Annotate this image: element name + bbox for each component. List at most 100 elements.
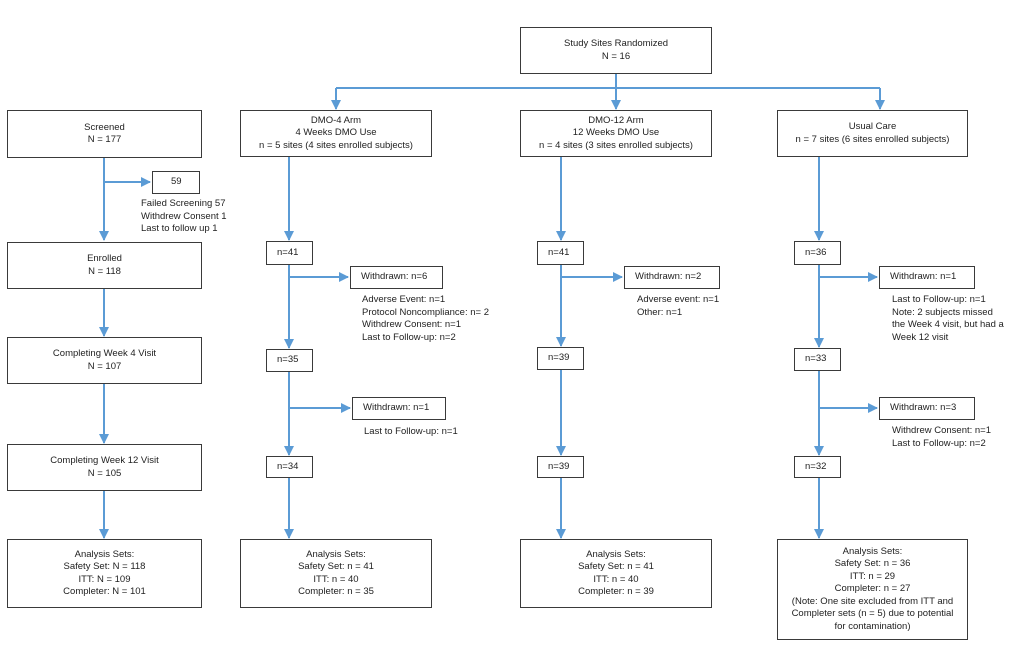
excluded-reasons-line: Withdrew Consent 1	[141, 210, 227, 222]
dmo12-withdrawn1-reasons-line: Adverse event: n=1	[637, 294, 720, 305]
screening-analysis-sets-box-line: Safety Set: N = 118	[63, 561, 146, 572]
dmo4-withdrawn1-reasons-line: Adverse Event: n=1	[362, 294, 446, 305]
dmo4-withdrawn2-box: Withdrawn: n=1	[352, 397, 446, 420]
dmo12-analysis-sets-box-line: Safety Set: n = 41	[578, 561, 654, 572]
dmo4-n1-box-line: n=41	[277, 246, 299, 258]
dmo4-analysis-sets-box-line: Completer: n = 35	[298, 586, 374, 597]
dmo4-n3-box-line: n=34	[277, 460, 299, 472]
usual-withdrawn1-reasons-line: the Week 4 visit, but had a	[892, 319, 1004, 330]
completing-week12-box-line: N = 105	[87, 467, 122, 479]
dmo4-analysis-sets-box-line: Analysis Sets:	[306, 548, 366, 560]
usual-withdrawn1-reasons-line: Note: 2 subjects missed	[892, 306, 993, 318]
usual-n1-box: n=36	[794, 241, 841, 265]
dmo12-withdrawn1-box-line: Withdrawn: n=2	[635, 271, 702, 283]
screened-box-line: N = 177	[87, 134, 122, 145]
usual-analysis-sets-box-line: Completer sets (n = 5) due to potential	[791, 608, 954, 620]
excluded-box: 59	[152, 171, 200, 194]
usual-n3-box-line: n=32	[805, 460, 827, 472]
completing-week4-box-line: Completing Week 4 Visit	[52, 348, 157, 359]
dmo12-n3-box-line: n=39	[548, 460, 570, 472]
usual-withdrawn1-box: Withdrawn: n=1	[879, 266, 975, 289]
dmo12-withdrawn1-box: Withdrawn: n=2	[624, 266, 720, 289]
screening-analysis-sets-box-line: Analysis Sets:	[74, 548, 135, 560]
dmo12-n2-box: n=39	[537, 347, 584, 370]
dmo12-analysis-sets-box-line: Completer: n = 39	[578, 586, 654, 597]
dmo4-n2-box-line: n=35	[277, 354, 299, 366]
usual-withdrawn1-reasons-line: Last to Follow-up: n=1	[892, 294, 986, 305]
usual-withdrawn2-reasons-line: Withdrew Consent: n=1	[892, 425, 992, 436]
dmo12-arm-box-line: DMO-12 Arm	[588, 114, 644, 126]
usual-withdrawn2-box-line: Withdrawn: n=3	[890, 402, 957, 414]
dmo4-withdrawn2-box-line: Withdrawn: n=1	[363, 402, 430, 414]
usual-care-box-line: Usual Care	[848, 121, 897, 132]
dmo4-arm-box-line: DMO-4 Arm	[310, 114, 362, 126]
dmo4-arm-box-line: 4 Weeks DMO Use	[295, 127, 377, 139]
study-sites-randomized-box-line: Study Sites Randomized	[563, 38, 669, 49]
dmo4-withdrawn2-reasons-line: Last to Follow-up: n=1	[364, 426, 458, 437]
dmo12-n3-box: n=39	[537, 456, 584, 478]
screened-box-line: Screened	[84, 121, 125, 133]
usual-n1-box-line: n=36	[805, 246, 827, 258]
dmo12-n1-box: n=41	[537, 241, 584, 265]
dmo4-analysis-sets-box-line: Safety Set: n = 41	[298, 561, 374, 572]
dmo12-arm-box-line: 12 Weeks DMO Use	[572, 127, 660, 139]
usual-withdrawn1-box-line: Withdrawn: n=1	[890, 271, 957, 283]
usual-withdrawn2-reasons-line: Last to Follow-up: n=2	[892, 437, 986, 449]
dmo12-withdrawn1-reasons-line: Other: n=1	[637, 306, 683, 318]
usual-analysis-sets-box-line: for contamination)	[834, 620, 911, 632]
usual-withdrawn2-box: Withdrawn: n=3	[879, 397, 975, 420]
excluded-box-line: 59	[171, 176, 182, 188]
enrolled-box-line: N = 118	[88, 265, 121, 277]
study-sites-randomized-box-line: N = 16	[601, 50, 631, 62]
usual-analysis-sets-box-line: Analysis Sets:	[842, 545, 903, 557]
dmo12-analysis-sets-box-line: Analysis Sets:	[586, 548, 646, 560]
usual-care-box-line: n = 7 sites (6 sites enrolled subjects)	[795, 133, 950, 145]
usual-withdrawn1-reasons-line: Week 12 visit	[892, 331, 949, 343]
excluded-reasons-line: Last to follow up 1	[141, 223, 218, 234]
dmo4-n2-box: n=35	[266, 349, 313, 372]
completing-week12-box-line: Completing Week 12 Visit	[50, 455, 159, 466]
dmo4-withdrawn2-reasons: Last to Follow-up: n=1	[364, 426, 458, 439]
dmo4-withdrawn1-box: Withdrawn: n=6	[350, 266, 443, 289]
dmo12-arm-box-line: n = 4 sites (3 sites enrolled subjects)	[539, 139, 693, 151]
usual-n2-box: n=33	[794, 348, 841, 371]
usual-analysis-sets-box-line: (Note: One site excluded from ITT and	[791, 595, 954, 607]
dmo4-n1-box: n=41	[266, 241, 313, 265]
screening-analysis-sets-box-line: ITT: N = 109	[78, 573, 131, 585]
dmo4-analysis-sets-box-line: ITT: n = 40	[313, 573, 359, 585]
usual-analysis-sets-box-line: Safety Set: n = 36	[834, 558, 911, 570]
dmo12-n1-box-line: n=41	[548, 246, 570, 258]
usual-n3-box: n=32	[794, 456, 841, 478]
completing-week4-box-line: N = 107	[87, 360, 122, 372]
usual-n2-box-line: n=33	[805, 353, 827, 365]
excluded-reasons-line: Failed Screening 57	[141, 198, 226, 209]
usual-analysis-sets-box-line: Completer: n = 27	[834, 583, 911, 595]
usual-analysis-sets-box-line: ITT: n = 29	[849, 570, 896, 582]
enrolled-box-line: Enrolled	[87, 253, 122, 264]
dmo12-analysis-sets-box-line: ITT: n = 40	[593, 573, 639, 585]
dmo12-n2-box-line: n=39	[548, 352, 570, 364]
dmo4-withdrawn1-reasons-line: Protocol Noncompliance: n= 2	[362, 306, 490, 318]
dmo4-withdrawn1-reasons-line: Withdrew Consent: n=1	[362, 319, 462, 330]
dmo4-withdrawn1-reasons-line: Last to Follow-up: n=2	[362, 331, 456, 343]
dmo4-arm-box-line: n = 5 sites (4 sites enrolled subjects)	[259, 139, 413, 151]
dmo4-n3-box: n=34	[266, 456, 313, 478]
